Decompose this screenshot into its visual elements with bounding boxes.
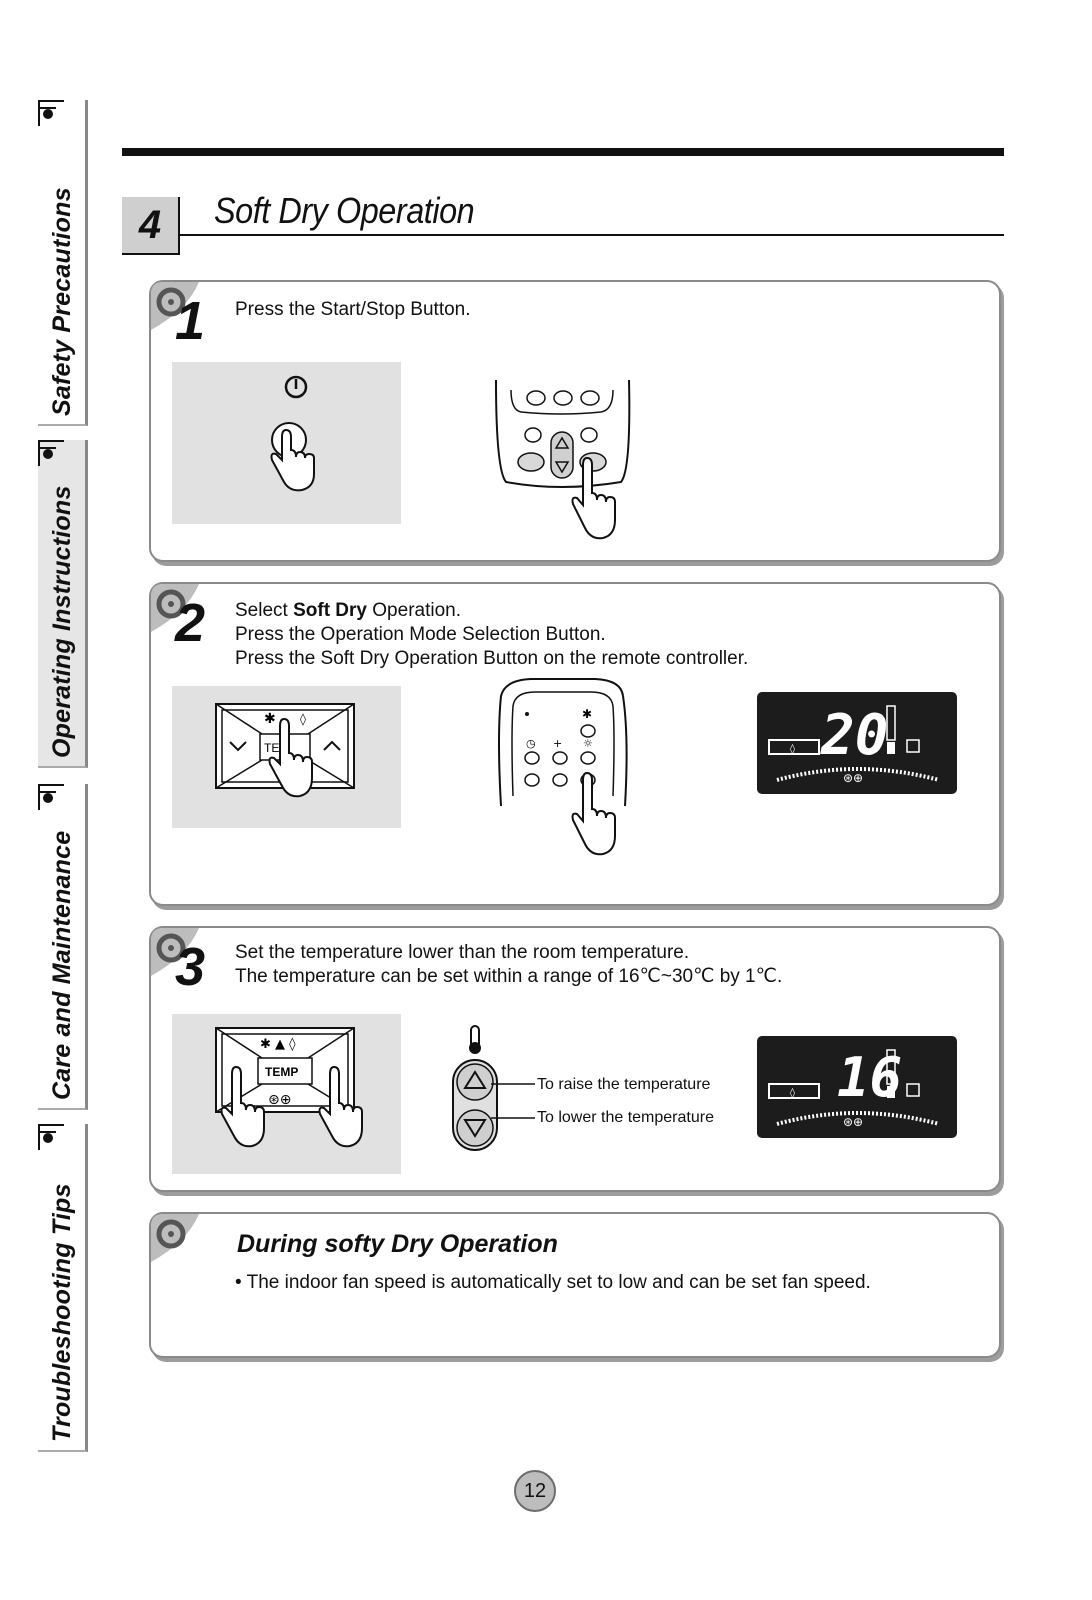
- display-panel-temperature: ◊ 16 ⊛⊕: [757, 1036, 957, 1138]
- display-panel-soft-dry: ◊ 20 ⊛⊕: [757, 692, 957, 794]
- step-1-panel: 1 Press the Start/Stop Button.: [149, 280, 1001, 562]
- step-number: 3: [175, 937, 206, 997]
- corner-marker-icon: [38, 1124, 64, 1150]
- step-1-instruction: Press the Start/Stop Button.: [235, 299, 471, 320]
- step-number: 1: [175, 291, 206, 351]
- text-suffix: Operation.: [367, 600, 461, 621]
- note-panel: During softy Dry Operation • The indoor …: [149, 1212, 1001, 1358]
- step-3-line-1: Set the temperature lower than the room …: [235, 942, 690, 963]
- remote-control-soft-dry-icon: ✱ ◷ + ☼: [498, 678, 628, 856]
- step-2-line-1: Select Soft Dry Operation.: [235, 599, 748, 623]
- step-3-panel: 3 Set the temperature lower than the roo…: [149, 926, 1001, 1192]
- page-number: 12: [514, 1470, 556, 1512]
- remote-control-start-stop-icon: [495, 380, 631, 540]
- corner-marker-icon: [38, 784, 64, 810]
- svg-text:◷: ◷: [526, 737, 536, 750]
- raise-temperature-callout: To raise the temperature: [537, 1076, 711, 1093]
- step-number: 2: [175, 593, 206, 653]
- corner-marker-icon: [38, 440, 64, 466]
- display-temperature: 20: [820, 703, 888, 768]
- corner-marker-icon: [38, 100, 64, 126]
- temp-button-illustration: TEMP ✱ ▲ ◊ ⊛⊕: [172, 1014, 401, 1174]
- note-badge-icon: [151, 1214, 199, 1262]
- lcd-readout: ◊ 20 ⊛⊕: [768, 703, 940, 785]
- step-badge-icon: [151, 282, 199, 330]
- svg-text:⊛⊕: ⊛⊕: [268, 1092, 291, 1108]
- control-panel-mode-icon: TE ✱ ◊: [215, 703, 355, 798]
- step-2-line-2: Press the Operation Mode Selection Butto…: [235, 624, 606, 645]
- display-temperature: 16: [837, 1046, 902, 1109]
- title-underline: [180, 234, 1004, 236]
- svg-text:⊛⊕: ⊛⊕: [843, 1115, 863, 1129]
- step-2-panel: 2 Select Soft Dry Operation. Press the O…: [149, 582, 1001, 906]
- mode-button-illustration: TE ✱ ◊: [172, 686, 401, 828]
- lcd-readout: ◊ 16 ⊛⊕: [768, 1046, 940, 1129]
- sidebar-tab-operating-instructions[interactable]: Operating Instructions: [38, 440, 88, 768]
- sidebar-tab-label: Troubleshooting Tips: [48, 1183, 76, 1442]
- step-badge-icon: [151, 584, 199, 632]
- svg-text:✱: ✱: [582, 707, 592, 721]
- svg-text:✱: ✱: [264, 711, 276, 727]
- temperature-up-down-buttons-icon: [452, 1025, 535, 1151]
- step-badge-icon: [151, 928, 199, 976]
- svg-text:◊: ◊: [790, 743, 795, 755]
- temp-button-label: TEMP: [265, 1065, 298, 1079]
- svg-text:◊: ◊: [300, 712, 306, 726]
- temp-button-label: TE: [264, 741, 279, 755]
- soft-dry-bold-text: Soft Dry: [293, 600, 367, 621]
- svg-text:✱ ▲ ◊: ✱ ▲ ◊: [260, 1037, 296, 1052]
- note-text: • The indoor fan speed is automatically …: [235, 1272, 871, 1293]
- sidebar-tab-safety-precautions[interactable]: Safety Precautions: [38, 100, 88, 426]
- step-3-instructions: Set the temperature lower than the room …: [235, 941, 782, 989]
- top-rule: [122, 148, 1004, 156]
- section-number-box: 4: [122, 197, 180, 255]
- step-3-line-2: The temperature can be set within a rang…: [235, 966, 783, 987]
- text-prefix: Select: [235, 600, 294, 621]
- step-2-line-3: Press the Soft Dry Operation Button on t…: [235, 648, 749, 669]
- step-2-instructions: Select Soft Dry Operation. Press the Ope…: [235, 599, 748, 671]
- control-panel-temp-icon: TEMP ✱ ▲ ◊ ⊛⊕: [215, 1027, 363, 1148]
- lower-temperature-callout: To lower the temperature: [537, 1109, 714, 1126]
- sidebar-tab-troubleshooting-tips[interactable]: Troubleshooting Tips: [38, 1124, 88, 1452]
- svg-text:+: +: [553, 737, 562, 750]
- start-stop-button-illustration: [172, 362, 401, 524]
- sidebar-tab-label: Care and Maintenance: [48, 830, 76, 1100]
- sidebar-tab-label: Operating Instructions: [48, 485, 76, 758]
- svg-text:⊛⊕: ⊛⊕: [843, 771, 863, 785]
- section-title: Soft Dry Operation: [214, 190, 475, 231]
- svg-text:◊: ◊: [790, 1087, 795, 1099]
- sidebar-tab-label: Safety Precautions: [48, 187, 76, 416]
- note-title: During softy Dry Operation: [237, 1230, 558, 1258]
- power-button-finger-icon: [270, 375, 315, 492]
- sidebar-tab-care-and-maintenance[interactable]: Care and Maintenance: [38, 784, 88, 1110]
- svg-text:☼: ☼: [583, 737, 593, 750]
